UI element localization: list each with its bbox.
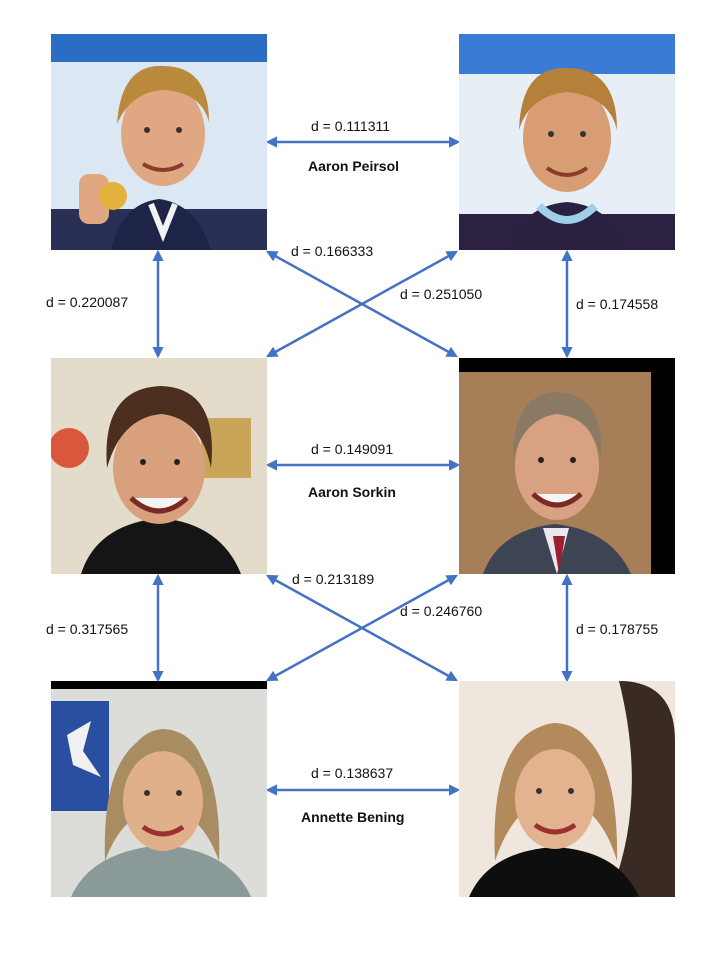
distance-label-sorkin: d = 0.149091 [311, 441, 394, 457]
distance-label-diag-up-2: d = 0.246760 [400, 603, 483, 619]
person-name-bening: Annette Bening [301, 809, 405, 825]
distance-label-right-vertical-2: d = 0.178755 [576, 621, 659, 637]
distance-label-bening: d = 0.138637 [311, 765, 394, 781]
photo-peirsol-left [51, 34, 267, 250]
person-name-peirsol: Aaron Peirsol [308, 158, 400, 174]
distance-label-left-vertical-1: d = 0.220087 [46, 294, 129, 310]
distance-label-diag-down-2: d = 0.213189 [292, 571, 375, 587]
distance-label-peirsol: d = 0.111311 [311, 118, 391, 134]
distance-label-right-vertical-1: d = 0.174558 [576, 296, 659, 312]
distance-label-diag-down-1: d = 0.166333 [291, 243, 374, 259]
photo-sorkin-left [51, 358, 267, 574]
photo-sorkin-right [459, 358, 675, 574]
arrow-diag-up-1 [266, 250, 458, 358]
arrow-diag-up-2 [266, 574, 458, 682]
photo-peirsol-right [459, 34, 675, 250]
distance-label-diag-up-1: d = 0.251050 [400, 286, 483, 302]
distance-label-left-vertical-2: d = 0.317565 [46, 621, 129, 637]
person-name-sorkin: Aaron Sorkin [308, 484, 396, 500]
photo-bening-left [51, 681, 267, 897]
photo-bening-right [459, 681, 675, 897]
